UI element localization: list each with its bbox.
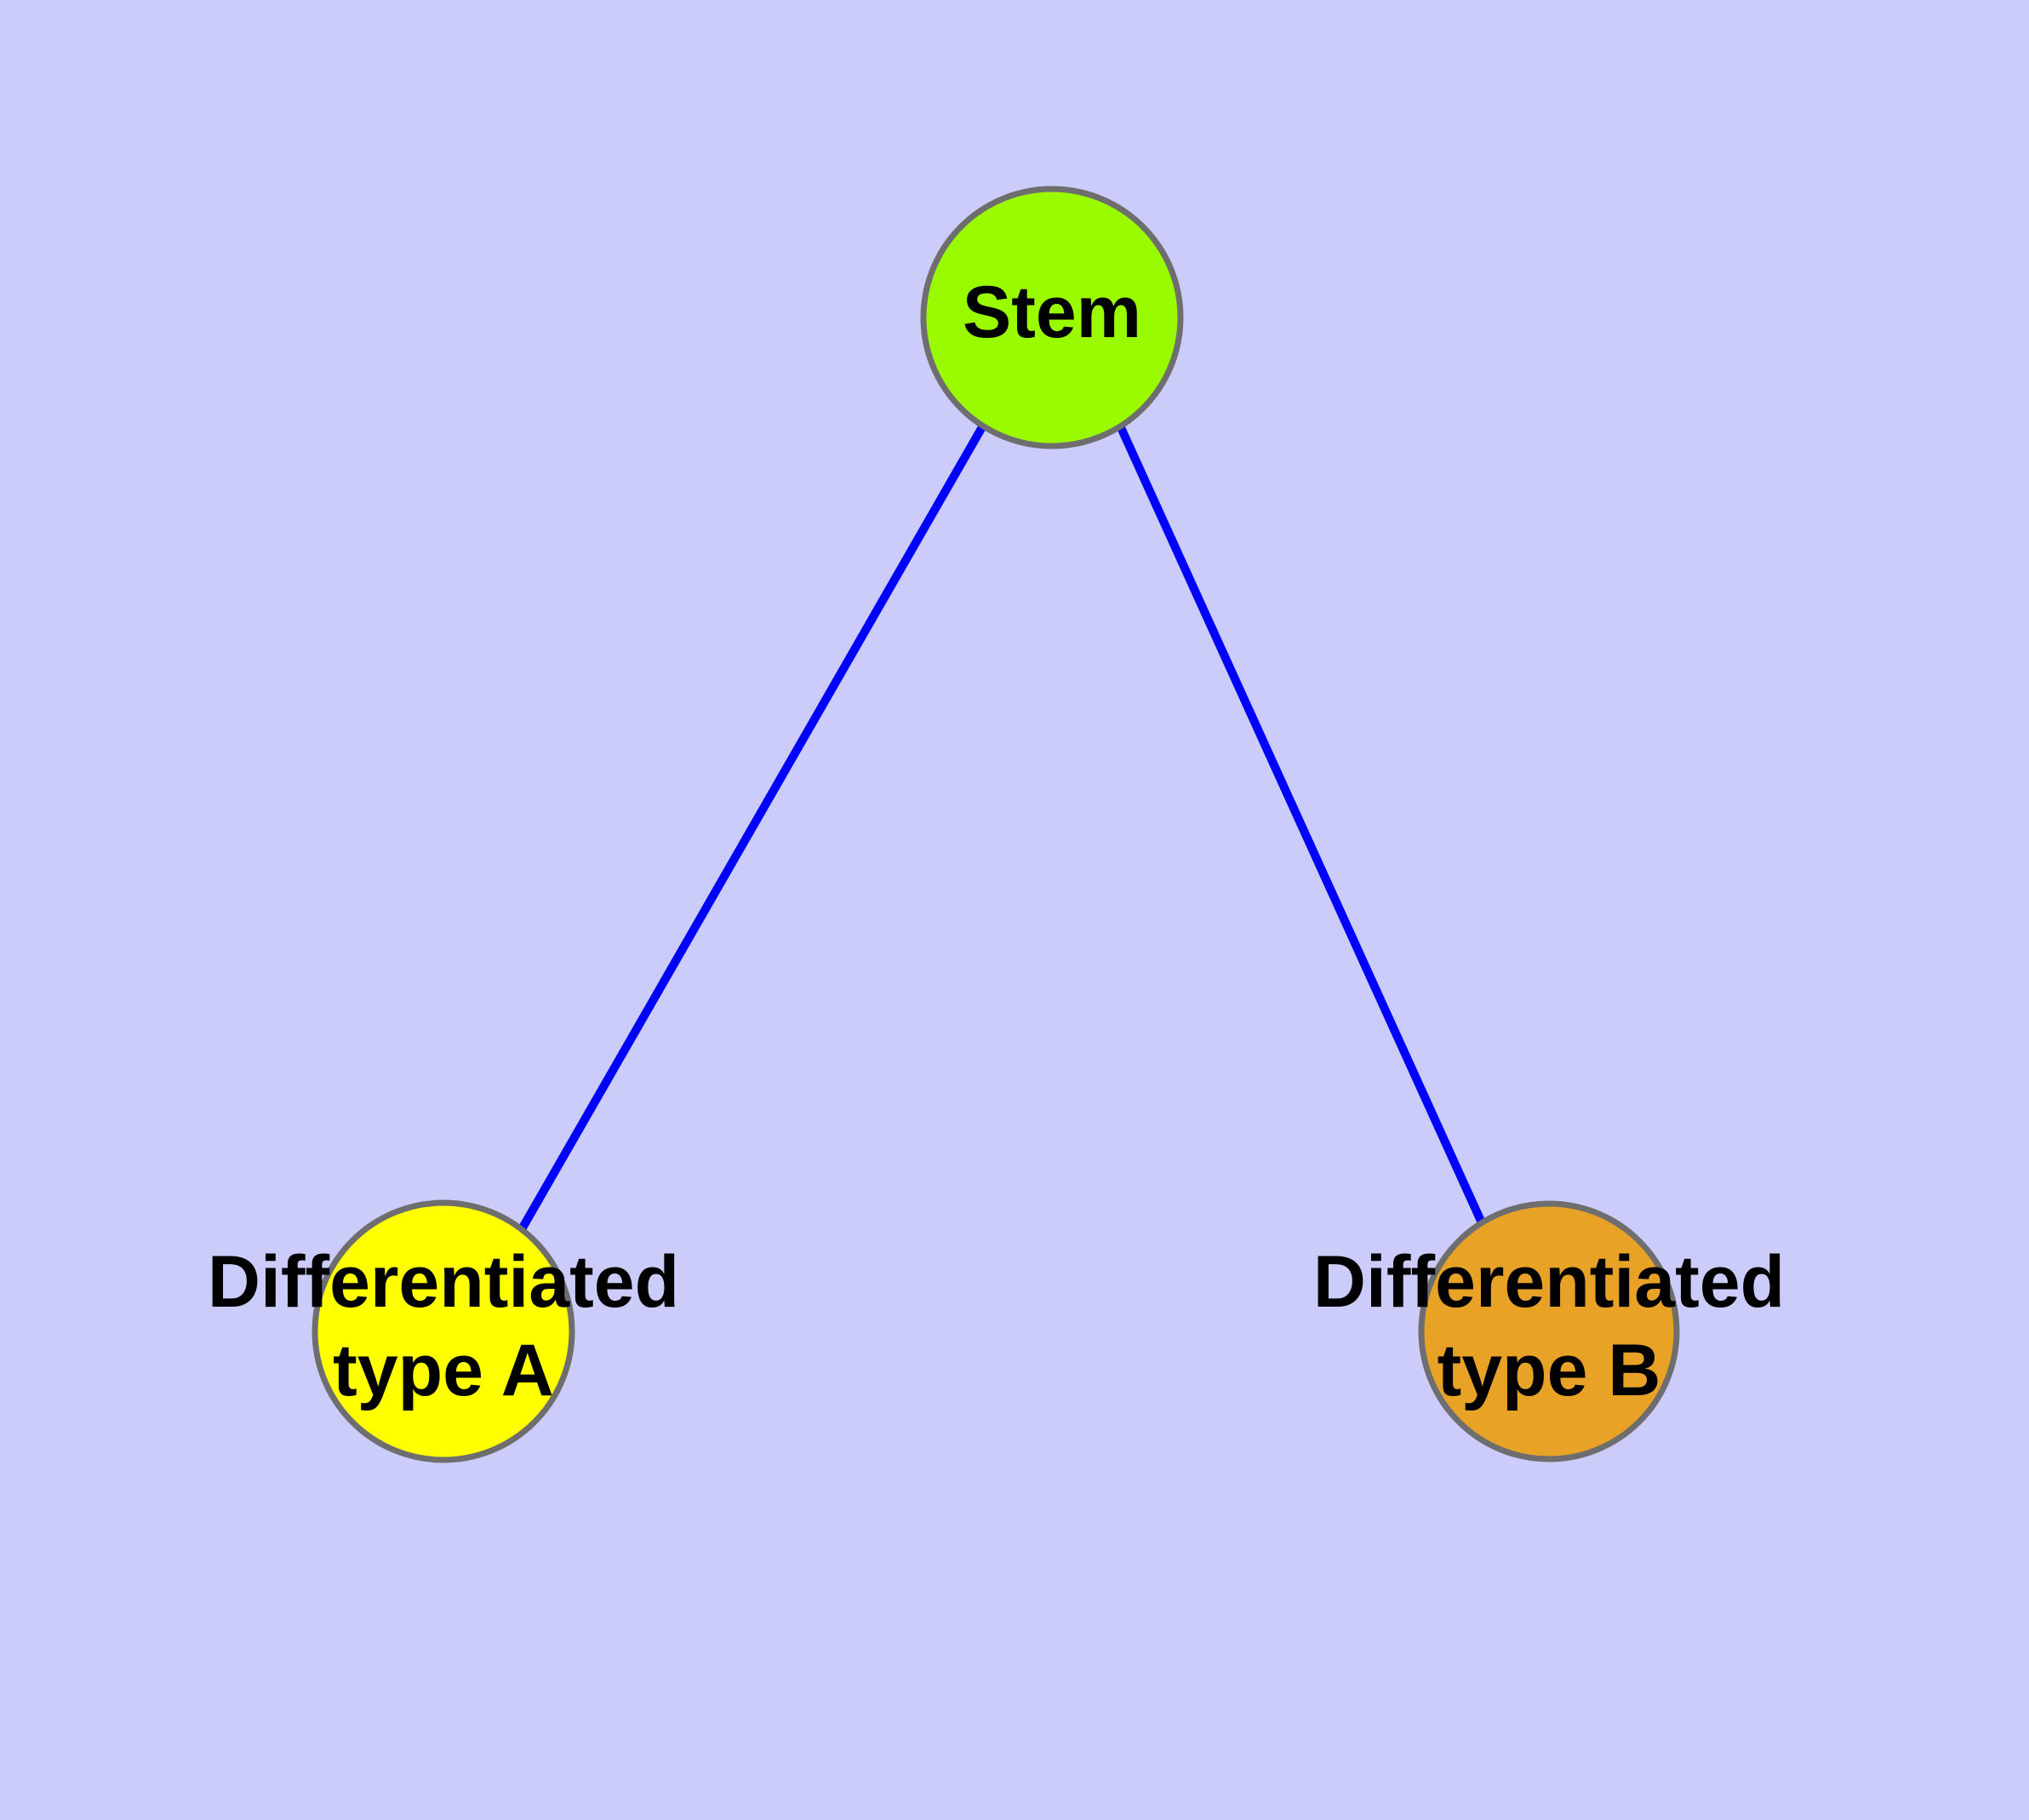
node-label-line: type A (333, 1330, 554, 1411)
graph-edge-stem-diff_b (1116, 423, 1489, 1231)
node-label-line: type B (1437, 1330, 1661, 1411)
node-circle-stem[interactable] (920, 186, 1184, 449)
node-label-line: Differentiated (1313, 1241, 1785, 1323)
node-label-line: Differentiated (208, 1241, 679, 1323)
graph-edge-stem-diff_a (517, 423, 987, 1232)
graph-node-stem[interactable]: Stem (920, 186, 1184, 449)
node-circle-diff_b[interactable] (1418, 1200, 1680, 1462)
node-label-stem: Stem (963, 272, 1141, 353)
edges-group (517, 423, 1489, 1232)
node-label-line: Stem (963, 272, 1141, 353)
node-circle-diff_a[interactable] (311, 1199, 575, 1463)
